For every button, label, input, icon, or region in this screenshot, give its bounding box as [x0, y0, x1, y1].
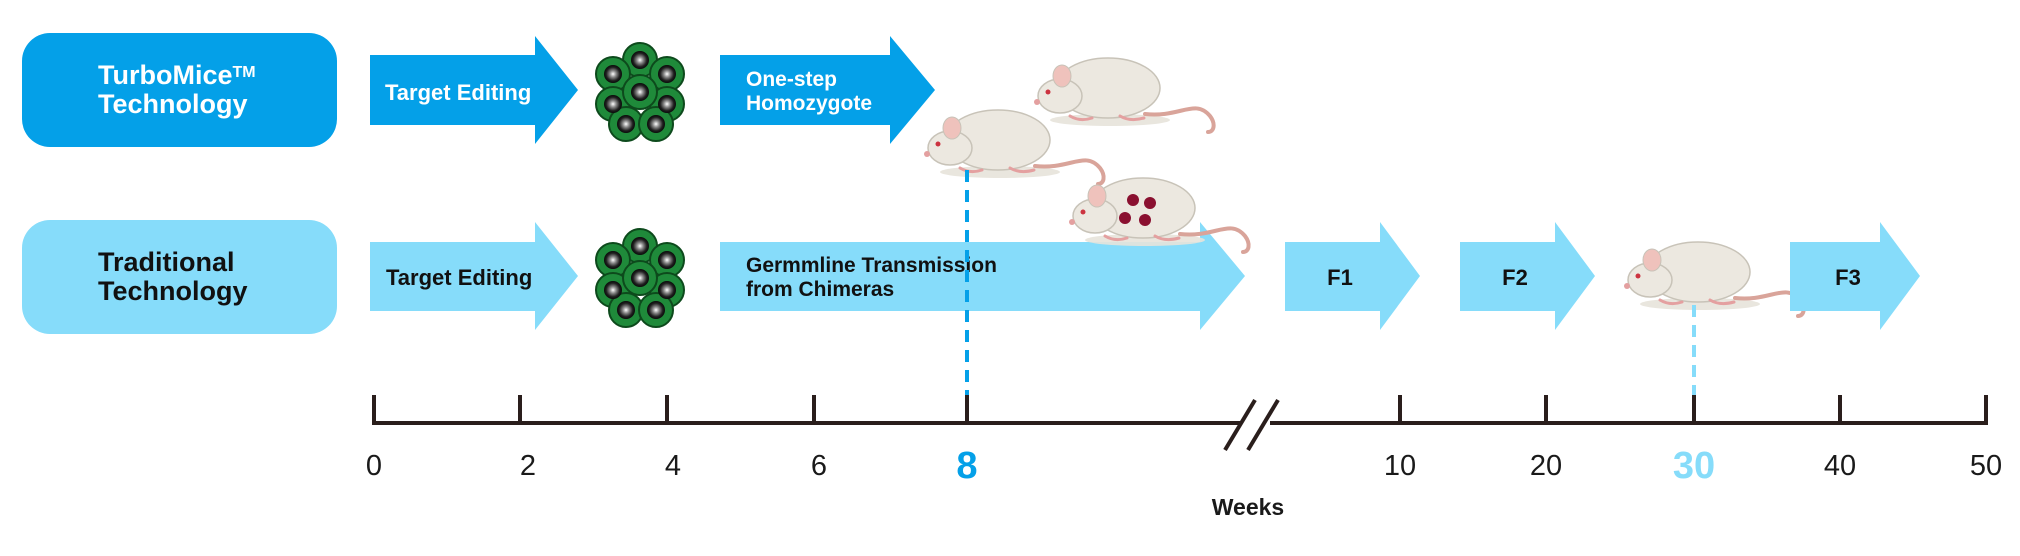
- tick-label-highlight-traditional: 30: [1673, 445, 1715, 487]
- traditional-subtitle: Technology: [98, 276, 248, 306]
- turbo-target-editing-label: Target Editing: [385, 80, 531, 105]
- homozygote-label-line1: One-step: [746, 68, 837, 91]
- traditional-title: Traditional: [98, 247, 235, 277]
- axis-label-weeks: Weeks: [1212, 494, 1284, 520]
- f2-arrow: F2: [1460, 222, 1595, 330]
- turbomice-title: TurboMiceTM: [98, 60, 256, 90]
- f1-label: F1: [1327, 265, 1353, 290]
- embryo-cluster-icon: [595, 42, 685, 142]
- tick-label: 50: [1970, 450, 2002, 482]
- f3-label: F3: [1835, 265, 1861, 290]
- tick-label: 0: [366, 450, 382, 482]
- tick-label: 40: [1824, 450, 1856, 482]
- turbomice-subtitle: Technology: [98, 89, 248, 119]
- tick-label: 6: [811, 450, 827, 482]
- timeline-axis: [372, 395, 1988, 425]
- traditional-target-editing-label: Target Editing: [386, 265, 532, 290]
- tick-label: 20: [1530, 450, 1562, 482]
- tick-label: 4: [665, 450, 681, 482]
- chimera-mouse-icon: [1067, 176, 1251, 254]
- one-step-homozygote-arrow: One-step Homozygote: [720, 36, 935, 144]
- germline-transmission-arrow: Germmline Transmission from Chimeras: [720, 222, 1245, 330]
- f1-arrow: F1: [1285, 222, 1420, 330]
- tick-label: 2: [520, 450, 536, 482]
- turbomice-technology-label: TurboMiceTM Technology: [22, 33, 337, 147]
- traditional-target-editing-arrow: Target Editing: [370, 222, 578, 330]
- traditional-technology-label: Traditional Technology: [22, 220, 337, 334]
- germline-label-line1: Germmline Transmission: [746, 254, 997, 277]
- axis-break-icon: [1223, 398, 1280, 452]
- germline-label-line2: from Chimeras: [746, 278, 894, 301]
- mouse-icon: [1032, 56, 1216, 134]
- homozygote-label-line2: Homozygote: [746, 92, 872, 115]
- tick-label-highlight-turbo: 8: [956, 445, 977, 487]
- f2-label: F2: [1502, 265, 1528, 290]
- mouse-icon: [1622, 240, 1806, 318]
- tick-label: 10: [1384, 450, 1416, 482]
- embryo-cluster-icon: [595, 228, 685, 328]
- trademark-mark: TM: [232, 64, 256, 81]
- turbo-target-editing-arrow: Target Editing: [370, 36, 578, 144]
- f3-arrow: F3: [1790, 222, 1920, 330]
